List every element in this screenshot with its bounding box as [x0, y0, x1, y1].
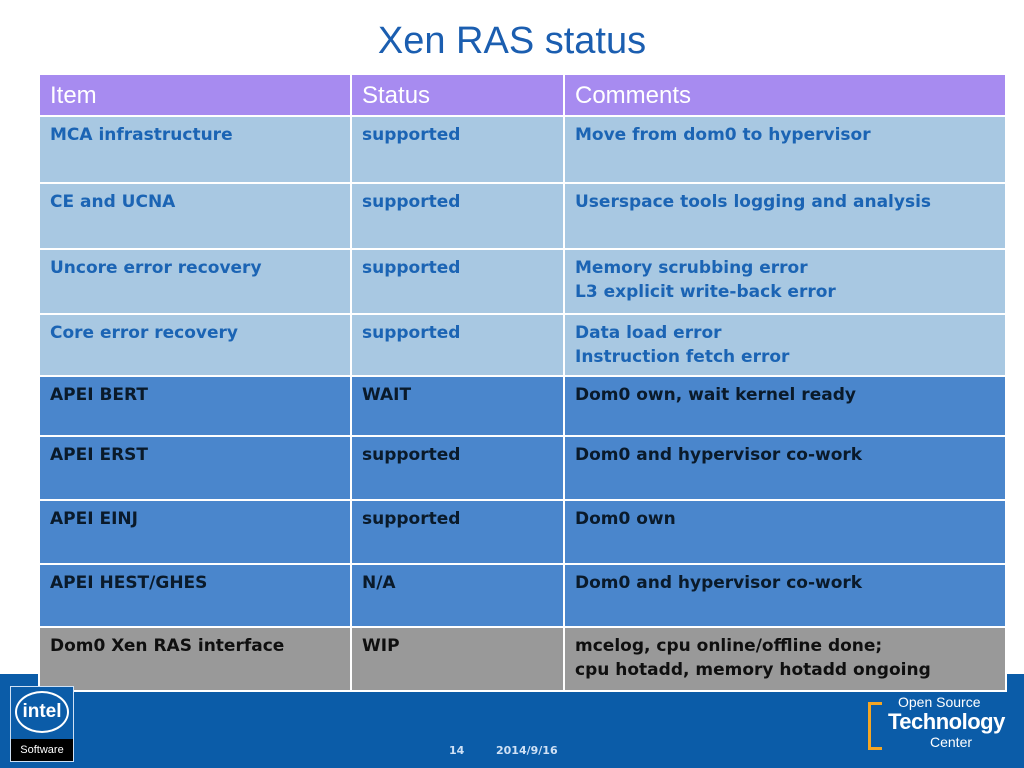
comment-line: Move from dom0 to hypervisor [575, 125, 871, 145]
ostc-line-2: Technology [888, 709, 1005, 734]
cell-item: Uncore error recovery [38, 248, 352, 315]
bracket-icon [868, 702, 882, 750]
cell-status: supported [350, 115, 565, 184]
comment-line: cpu hotadd, memory hotadd ongoing [575, 660, 931, 680]
cell-item: APEI EINJ [38, 499, 352, 565]
cell-comments: Dom0 and hypervisor co-work [563, 435, 1007, 501]
cell-status: supported [350, 499, 565, 565]
cell-status: WAIT [350, 375, 565, 437]
cell-status: N/A [350, 563, 565, 628]
cell-comments: mcelog, cpu online/offline done; cpu hot… [563, 626, 1007, 692]
slide-title: Xen RAS status [377, 20, 647, 62]
cell-comments: Move from dom0 to hypervisor [563, 115, 1007, 184]
table-row: Core error recovery supported Data load … [38, 313, 1007, 377]
comment-line: Instruction fetch error [575, 347, 790, 367]
header-item: Item [38, 73, 352, 117]
cell-comments: Dom0 own, wait kernel ready [563, 375, 1007, 437]
table-header-row: Item Status Comments [38, 73, 1007, 117]
cell-comments: Dom0 own [563, 499, 1007, 565]
cell-comments: Data load error Instruction fetch error [563, 313, 1007, 377]
intel-ring-icon [15, 691, 69, 733]
table-row: APEI ERST supported Dom0 and hypervisor … [38, 435, 1007, 501]
intel-software-logo: intel Software [10, 686, 74, 762]
footer-date: 2014/9/16 [496, 744, 558, 757]
comment-line: Userspace tools logging and analysis [575, 192, 932, 212]
cell-status: WIP [350, 626, 565, 692]
table-row: Uncore error recovery supported Memory s… [38, 248, 1007, 315]
cell-status: supported [350, 313, 565, 377]
ostc-line-3: Center [930, 734, 973, 750]
cell-status: supported [350, 248, 565, 315]
software-label: Software [11, 739, 73, 761]
table-row: CE and UCNA supported Userspace tools lo… [38, 182, 1007, 250]
page-number: 14 [449, 744, 465, 757]
comment-line: L3 explicit write-back error [575, 282, 836, 302]
cell-item: Dom0 Xen RAS interface [38, 626, 352, 692]
cell-comments: Userspace tools logging and analysis [563, 182, 1007, 250]
intel-wordmark: intel [22, 701, 62, 722]
comment-line: Dom0 own [575, 509, 676, 529]
table-row: MCA infrastructure supported Move from d… [38, 115, 1007, 184]
comment-line: mcelog, cpu online/offline done; [575, 636, 883, 656]
comment-line: Memory scrubbing error [575, 258, 808, 278]
header-status: Status [350, 73, 565, 117]
table-row: APEI HEST/GHES N/A Dom0 and hypervisor c… [38, 563, 1007, 628]
table-row: Dom0 Xen RAS interface WIP mcelog, cpu o… [38, 626, 1007, 692]
comment-line: Dom0 and hypervisor co-work [575, 445, 863, 465]
cell-status: supported [350, 182, 565, 250]
comment-line: Dom0 and hypervisor co-work [575, 573, 863, 593]
cell-item: APEI ERST [38, 435, 352, 501]
open-source-technology-center-logo: Open Source Technology Center [868, 694, 1018, 754]
cell-item: CE and UCNA [38, 182, 352, 250]
cell-item: APEI BERT [38, 375, 352, 437]
cell-item: Core error recovery [38, 313, 352, 377]
ostc-line-1: Open Source [898, 694, 981, 710]
header-comments: Comments [563, 73, 1007, 117]
comment-line: Data load error [575, 323, 722, 343]
cell-comments: Memory scrubbing error L3 explicit write… [563, 248, 1007, 315]
ras-status-table: Item Status Comments MCA infrastructure … [38, 73, 1007, 692]
table-row: APEI EINJ supported Dom0 own [38, 499, 1007, 565]
table-row: APEI BERT WAIT Dom0 own, wait kernel rea… [38, 375, 1007, 437]
cell-item: APEI HEST/GHES [38, 563, 352, 628]
comment-line: Dom0 own, wait kernel ready [575, 385, 856, 405]
cell-item: MCA infrastructure [38, 115, 352, 184]
cell-comments: Dom0 and hypervisor co-work [563, 563, 1007, 628]
cell-status: supported [350, 435, 565, 501]
